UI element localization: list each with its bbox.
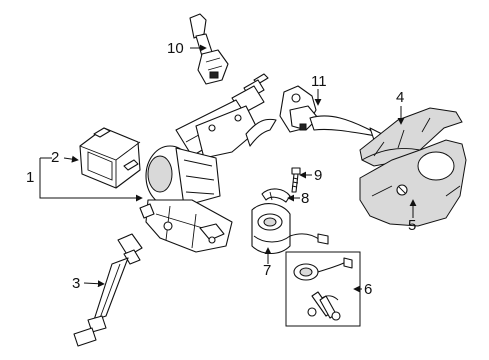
callout-3: 3	[72, 275, 81, 292]
callout-2: 2	[51, 149, 60, 166]
control-module	[79, 127, 141, 189]
steering-column-assembly	[139, 73, 277, 253]
upper-shroud	[359, 107, 463, 167]
callout-4: 4	[396, 89, 405, 106]
callout-6: 6	[364, 281, 373, 298]
clamp-bracket	[261, 188, 291, 203]
multifunction-switch	[189, 13, 229, 85]
callout-7: 7	[263, 262, 272, 279]
callout-leaders	[39, 44, 417, 293]
lower-shroud	[359, 139, 467, 227]
callout-8: 8	[301, 190, 310, 207]
ignition-lock-housing	[251, 203, 329, 255]
lever-switch-assembly	[279, 85, 385, 143]
callout-5: 5	[408, 217, 417, 234]
intermediate-shaft	[73, 233, 143, 347]
bolt	[291, 167, 301, 193]
callout-9: 9	[314, 167, 323, 184]
callout-11: 11	[311, 73, 327, 90]
callout-1: 1	[26, 169, 35, 186]
callout-10: 10	[167, 40, 184, 57]
lock-cylinder-kit	[285, 251, 361, 327]
